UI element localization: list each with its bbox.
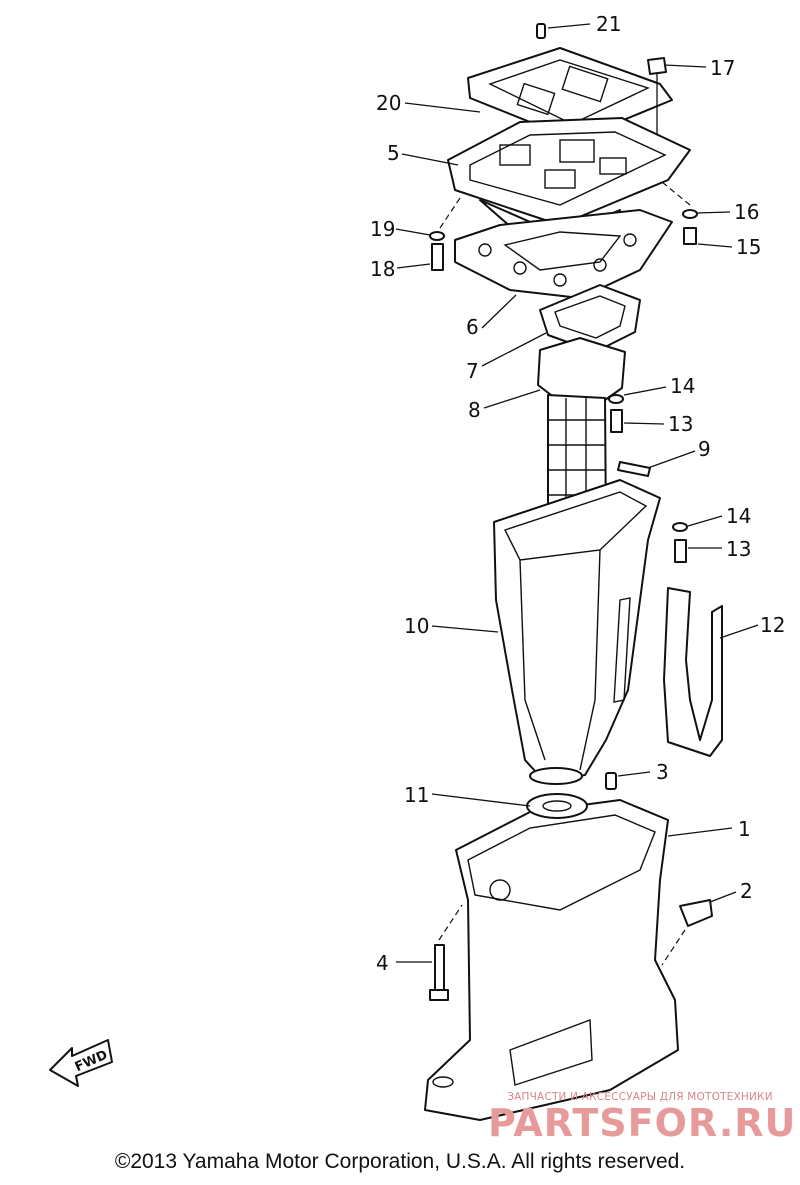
- callout-12: 12: [760, 613, 785, 637]
- watermark-tagline: ЗАПЧАСТИ И АКСЕССУАРЫ ДЛЯ МОТОТЕХНИКИ: [507, 1091, 773, 1103]
- callout-14b: 14: [726, 504, 751, 528]
- callout-labels: 21 17 20 5 16 19 15 18 6 7 14 8 13 9 14 …: [370, 12, 785, 975]
- part-1-lower-casing: [424, 799, 679, 1121]
- part-7-gasket: [539, 284, 641, 353]
- callout-13b: 13: [726, 537, 751, 561]
- callout-5: 5: [387, 141, 400, 165]
- callout-21: 21: [596, 12, 621, 36]
- callout-20: 20: [376, 91, 401, 115]
- callout-16: 16: [734, 200, 759, 224]
- callout-19: 19: [370, 217, 395, 241]
- callout-1: 1: [738, 817, 751, 841]
- callout-9: 9: [698, 437, 711, 461]
- part-10-upper-casing: [493, 479, 661, 785]
- callout-7: 7: [466, 359, 479, 383]
- part-20-gasket: [467, 47, 673, 141]
- part-11-collar: [526, 793, 588, 819]
- hardware: [429, 23, 713, 1001]
- callout-11: 11: [404, 783, 429, 807]
- callout-2: 2: [740, 879, 753, 903]
- callout-3: 3: [656, 760, 669, 784]
- callout-4: 4: [376, 951, 389, 975]
- callout-10: 10: [404, 614, 429, 638]
- callout-13: 13: [668, 412, 693, 436]
- callout-6: 6: [466, 315, 479, 339]
- part-6-gasket: [454, 209, 673, 299]
- watermark-brand: PARTSFOR.RU: [488, 1101, 797, 1145]
- callout-8: 8: [468, 398, 481, 422]
- part-12-seal: [663, 587, 723, 757]
- callout-17: 17: [710, 56, 735, 80]
- callout-18: 18: [370, 257, 395, 281]
- copyright-notice: ©2013 Yamaha Motor Corporation, U.S.A. A…: [114, 1150, 686, 1173]
- callout-14: 14: [670, 374, 695, 398]
- callout-15: 15: [736, 235, 761, 259]
- leader-lines: [395, 23, 759, 963]
- fwd-arrow-icon: FWD: [49, 1039, 113, 1087]
